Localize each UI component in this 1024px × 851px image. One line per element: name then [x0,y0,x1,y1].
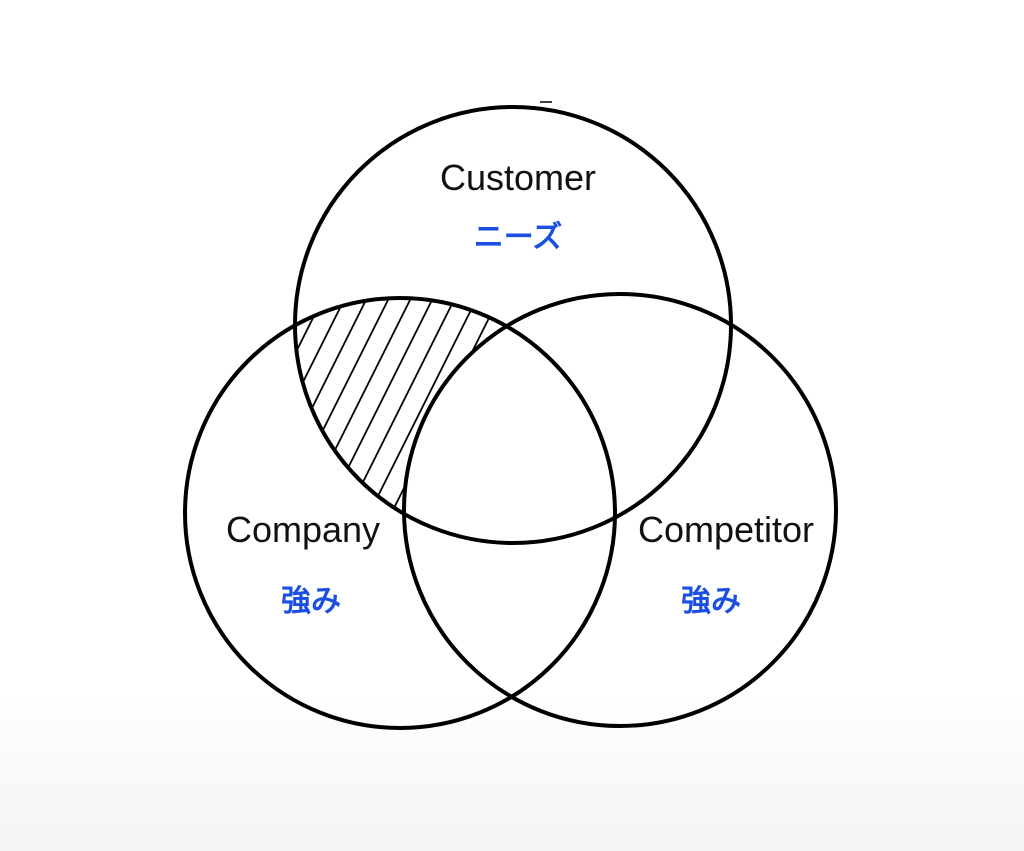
hatch-line [563,298,615,521]
hatch-line [295,298,311,521]
customer-title: Customer [440,157,596,198]
hatch-line [295,298,355,521]
company-title: Company [226,509,380,550]
competitor-subtitle: 強み [681,584,741,619]
hatch-line [475,298,597,521]
customer-subtitle: ニーズ [474,220,563,255]
company-subtitle: 強み [281,584,341,619]
hatch-line [519,298,615,521]
hatch-line [431,298,553,521]
hatch-line [541,298,615,521]
company-circle [183,296,617,730]
hatch-line [321,298,443,521]
hatch-line [453,298,575,521]
hatch-line [409,298,531,521]
competitor-circle [402,292,838,728]
hatch-line [295,298,333,521]
hatch-line [365,298,487,521]
hatch-line [343,298,465,521]
hatch-line [295,298,377,521]
hatch-line [497,298,615,521]
hatch-line [585,298,615,521]
hatched-region [295,298,615,521]
competitor-title: Competitor [638,509,814,550]
